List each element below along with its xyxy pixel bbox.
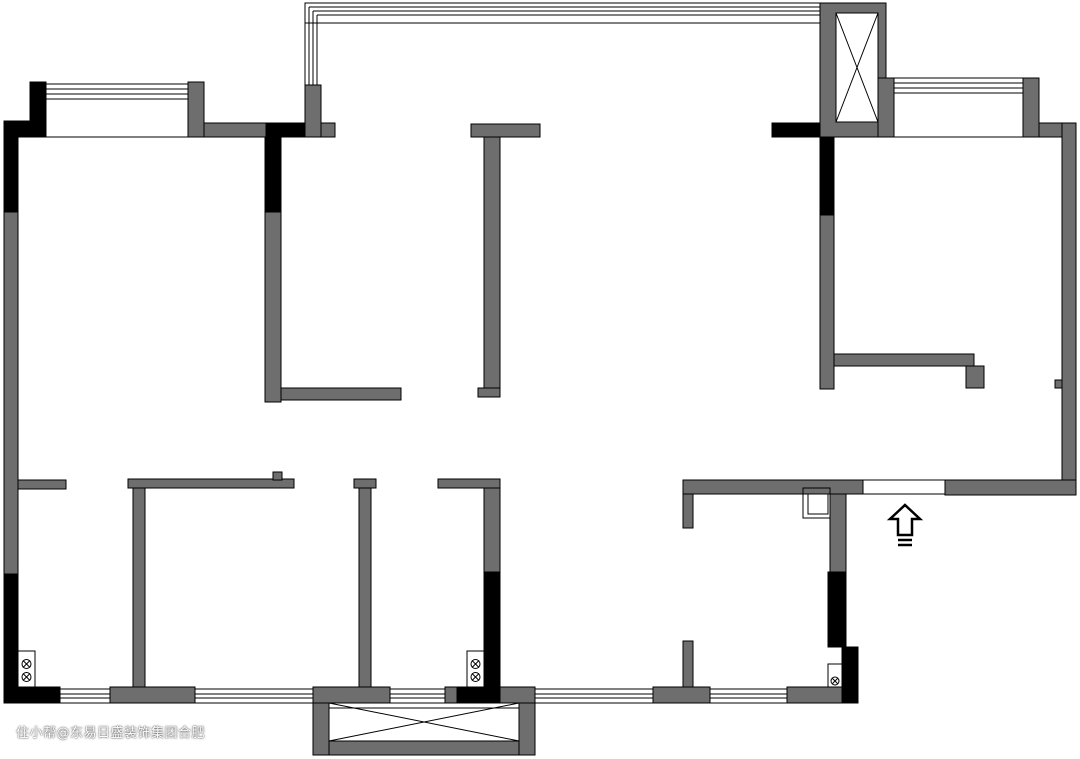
wall-bedroom1-bottom [280, 387, 402, 401]
wall-central-foot [477, 387, 501, 398]
wall-bay-right [518, 702, 536, 756]
wall-right-outer [1061, 122, 1077, 496]
outlet-icon [466, 650, 485, 688]
wall-entrance-right [944, 479, 1077, 496]
wall-lower-divider-1 [132, 487, 146, 688]
column-bath-2 [456, 686, 501, 704]
column-top-right-2 [819, 136, 835, 216]
wall-top-left-jamb [187, 81, 205, 138]
wall-bottom-5 [652, 686, 711, 704]
wall-kitchen-top [682, 479, 864, 495]
column-top-mid-1 [265, 122, 306, 138]
wall-bath-right [483, 487, 501, 573]
wall-bottom-1 [109, 686, 196, 704]
wall-lower-divider-2 [358, 487, 372, 688]
wall-central-stem [483, 136, 501, 398]
entrance-arrow-icon [886, 503, 924, 547]
wall-right-nub [1054, 379, 1063, 389]
bay-window-cross-icon [328, 702, 520, 742]
wall-central-top [470, 123, 541, 138]
wall-bottom-6 [786, 686, 843, 704]
wall-lower-div2-top [353, 478, 377, 489]
outlet-icon [17, 650, 36, 688]
wall-bedroom3-stub [965, 365, 985, 389]
wall-top-right-jamb-2 [1022, 77, 1040, 138]
wall-balcony-left-jamb [304, 84, 322, 138]
wall-top-right-jamb [877, 77, 895, 138]
wall-lower-mid-top [127, 478, 295, 489]
wall-bedroom3-bottom [833, 353, 975, 367]
column-top-left-2 [3, 120, 47, 138]
outlet-icon [827, 663, 843, 688]
window-top-left [45, 83, 189, 138]
wall-bottom-2 [312, 686, 391, 704]
wall-balcony-left-stub [320, 122, 336, 138]
bottom-windows [59, 479, 946, 704]
column-top-mid-2 [264, 136, 282, 213]
wall-lower-mid-nub [272, 471, 283, 481]
column-kitchen-1 [827, 571, 847, 648]
wall-top-left-top [203, 122, 267, 138]
watermark: 住小帮@东易日盛装饰集团合肥 [16, 726, 206, 741]
column-bath-1 [483, 571, 501, 688]
walls [3, 2, 1077, 756]
wall-left-outer [3, 211, 19, 575]
structural-columns [3, 81, 859, 704]
wall-kitchen-left-bottom [682, 640, 694, 690]
window-top-right [893, 77, 1024, 138]
wall-top-right-corner [1038, 122, 1063, 138]
column-bottom-left-1 [3, 573, 19, 688]
column-bottom-left-2 [3, 686, 61, 704]
column-kitchen-2 [841, 646, 859, 704]
wall-bedroom3-left [819, 214, 835, 390]
wall-bay-bottom [328, 740, 520, 756]
top-balcony-window [304, 2, 823, 85]
wall-lower-left-stub [17, 479, 67, 490]
column-top-right-1 [771, 122, 821, 138]
column-top-left-3 [3, 136, 19, 213]
wall-kitchen-right [829, 493, 847, 573]
wall-bedroom1-right [264, 211, 282, 403]
wall-bath-top [437, 478, 501, 489]
wall-kitchen-left-top [682, 493, 694, 529]
wall-bay-left [312, 702, 330, 756]
shaft-cross-icon [835, 12, 879, 123]
kitchen-fixture [802, 487, 831, 519]
